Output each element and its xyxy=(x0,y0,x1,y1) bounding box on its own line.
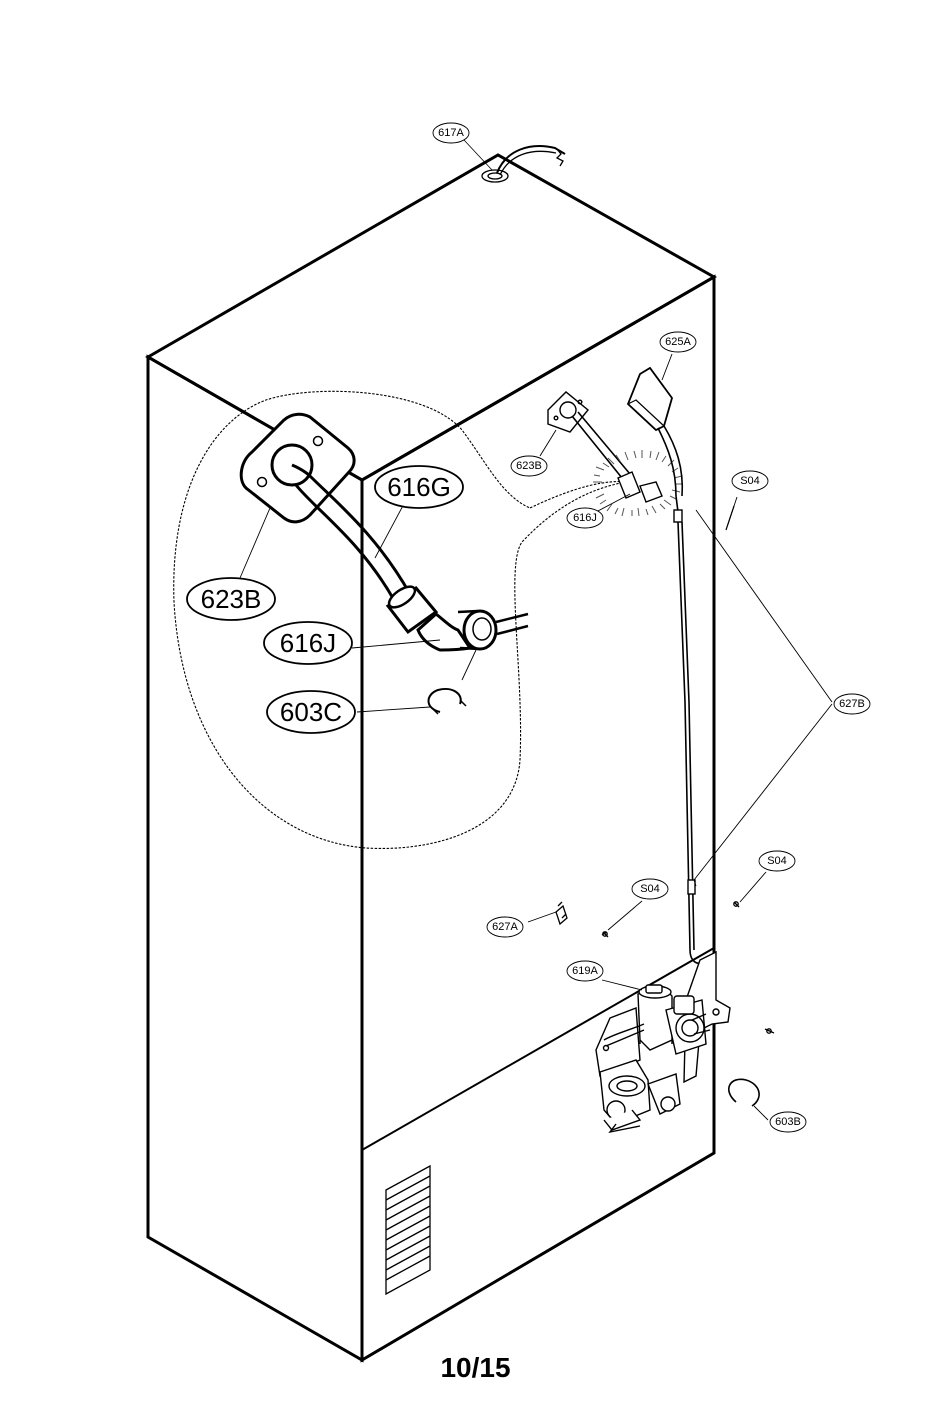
large-parts xyxy=(239,412,529,715)
leader-lines xyxy=(239,353,833,1121)
screw-s04-mid xyxy=(733,901,740,908)
callout-616j-large: 616J xyxy=(263,621,353,665)
refrigerator-cabinet xyxy=(144,153,718,1363)
callout-616j-small-text: 616J xyxy=(573,512,597,524)
callout-619a-text: 619A xyxy=(572,965,598,977)
callout-s04-mid-text: S04 xyxy=(767,855,787,867)
clip-603c-large xyxy=(427,688,462,713)
detail-bubble xyxy=(173,390,627,850)
callout-623b-large-text: 623B xyxy=(201,584,262,614)
callout-s04-top: S04 xyxy=(731,470,769,492)
callout-627b-text: 627B xyxy=(839,698,865,710)
tube-616g-large xyxy=(294,474,412,601)
elbow-616j-small xyxy=(617,471,641,499)
callout-627a: 627A xyxy=(486,916,524,938)
callout-603b: 603B xyxy=(769,1111,807,1133)
cabinet-back-face xyxy=(360,274,716,1363)
callout-s04-left-text: S04 xyxy=(640,883,660,895)
callout-617a-text: 617A xyxy=(438,127,464,139)
callout-625a-text: 625A xyxy=(665,336,691,348)
compartment-seam xyxy=(361,947,715,1151)
callout-625a: 625A xyxy=(659,331,697,353)
callout-623b-small-text: 623B xyxy=(516,460,542,472)
water-valve-assembly xyxy=(595,950,731,1134)
small-fasteners xyxy=(555,901,775,1107)
callout-623b-small: 623B xyxy=(510,455,548,477)
cabinet-top-face xyxy=(144,153,718,482)
vent-grille xyxy=(385,1164,431,1296)
screw-s04-lower xyxy=(764,1028,775,1034)
top-grommet-assembly xyxy=(463,139,566,183)
callout-616j-small: 616J xyxy=(566,507,604,529)
cabinet-side-face xyxy=(146,354,364,1363)
callout-616j-large-text: 616J xyxy=(280,628,336,658)
clip-627a xyxy=(555,901,568,926)
wire-harness xyxy=(677,521,695,951)
callout-616g-large: 616G xyxy=(374,465,464,509)
callout-s04-left: S04 xyxy=(631,878,669,900)
callout-627a-text: 627A xyxy=(492,921,518,933)
callout-603c-large-text: 603C xyxy=(280,697,342,727)
callout-627b: 627B xyxy=(833,693,871,715)
detail-bubble-outline xyxy=(173,390,627,850)
callout-603b-text: 603B xyxy=(775,1116,801,1128)
page-number: 10/15 xyxy=(440,1352,511,1383)
callout-603c-large: 603C xyxy=(266,690,356,734)
callout-617a: 617A xyxy=(432,122,470,144)
module-625a xyxy=(626,366,673,432)
callout-s04-top-text: S04 xyxy=(740,475,760,487)
clip-603b xyxy=(728,1078,760,1107)
callout-623b-large: 623B xyxy=(186,577,276,621)
upper-back-parts xyxy=(547,366,735,965)
callout-619a: 619A xyxy=(566,960,604,982)
valve-bracket xyxy=(683,950,731,1084)
grommet-617a xyxy=(481,169,509,183)
water-tube-top xyxy=(496,145,566,174)
screw-s04-left xyxy=(601,931,609,938)
callout-s04-mid: S04 xyxy=(758,850,796,872)
callout-labels: 617A 625A 623B 616J S04 627B S04 S04 xyxy=(186,122,871,1133)
callout-616g-large-text: 616G xyxy=(387,472,451,502)
